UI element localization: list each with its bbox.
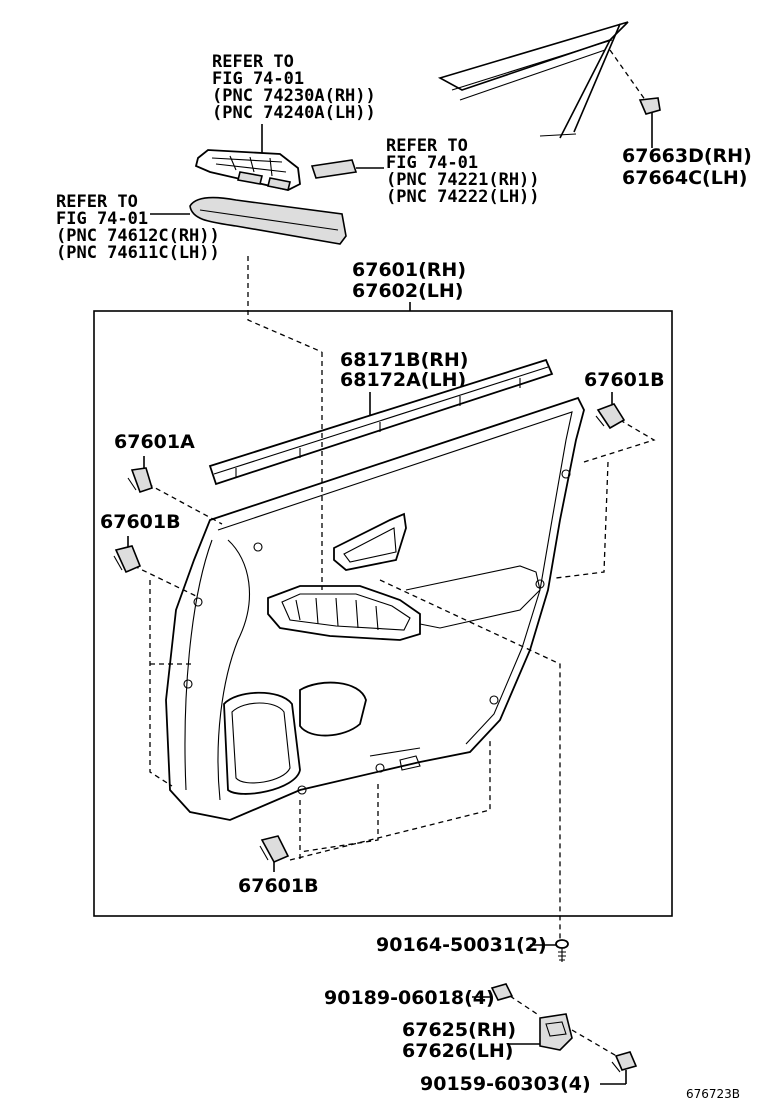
ref-armrest-line4: (PNC 74611C(LH))	[56, 243, 220, 263]
door-glass-run-illustration	[437, 21, 649, 139]
nut-illustration	[490, 983, 514, 1001]
label-glass-clip-lh: 67664C(LH)	[622, 167, 747, 189]
dash-armrest-to-board	[247, 256, 323, 353]
label-trim-board-rh: 67601(RH)	[352, 259, 466, 281]
ref-armrest-line1: REFER TO	[56, 192, 138, 212]
glass-clip-67663d	[638, 97, 661, 148]
door-trim-panel-illustration	[165, 396, 585, 821]
label-clip-top-right: 67601B	[584, 369, 665, 391]
clip-67601a-illustration	[127, 467, 153, 494]
small-clip-illustration	[611, 1051, 638, 1073]
reference-dash-lines	[133, 352, 656, 940]
label-weatherstrip-rh: 68171B(RH)	[340, 349, 468, 371]
ref-switch-base-line2: FIG 74-01	[212, 69, 304, 89]
trim-board-frame	[93, 310, 673, 917]
ref-switch-base-line4: (PNC 74240A(LH))	[212, 103, 376, 123]
ref-armrest-line2: FIG 74-01	[56, 209, 148, 229]
label-weatherstrip-lh: 68172A(LH)	[340, 369, 466, 391]
label-nut: 90189-06018(4)	[324, 987, 495, 1009]
ref-cover-line3: (PNC 74221(RH))	[386, 170, 540, 190]
ref-armrest-line3: (PNC 74612C(RH))	[56, 226, 220, 246]
label-clip-left: 67601B	[100, 511, 181, 533]
ref-switch-base-line3: (PNC 74230A(RH))	[212, 86, 376, 106]
clip-67601b-top-right-illustration	[595, 392, 626, 430]
ref-cover-line4: (PNC 74222(LH))	[386, 187, 540, 207]
label-bracket-rh: 67625(RH)	[402, 1019, 516, 1041]
label-glass-clip-rh: 67663D(RH)	[622, 145, 752, 167]
dash-bracket-to-clip	[571, 1029, 621, 1059]
label-bracket-lh: 67626(LH)	[402, 1040, 513, 1062]
label-small-clip: 90159-60303(4)	[420, 1073, 591, 1095]
switch-base-illustration	[194, 149, 301, 191]
clip-67601b-left-illustration	[113, 545, 142, 574]
bracket-illustration	[539, 1013, 573, 1051]
ref-cover-line1: REFER TO	[386, 136, 468, 156]
ref-cover-line2: FIG 74-01	[386, 153, 478, 173]
armrest-illustration	[189, 196, 347, 245]
label-trim-board-lh: 67602(LH)	[352, 280, 463, 302]
screw-illustration	[555, 939, 569, 962]
ref-switch-base-line1: REFER TO	[212, 52, 294, 72]
label-clip-bottom: 67601B	[238, 875, 319, 897]
figure-code: 676723B	[686, 1087, 740, 1101]
label-screw: 90164-50031(2)	[376, 934, 547, 956]
label-clip-a: 67601A	[114, 431, 195, 453]
weatherstrip-illustration	[208, 358, 554, 486]
cover-illustration	[310, 159, 384, 179]
clip-67601b-bottom-illustration	[259, 835, 290, 872]
dash-nut-to-bracket	[509, 995, 541, 1017]
